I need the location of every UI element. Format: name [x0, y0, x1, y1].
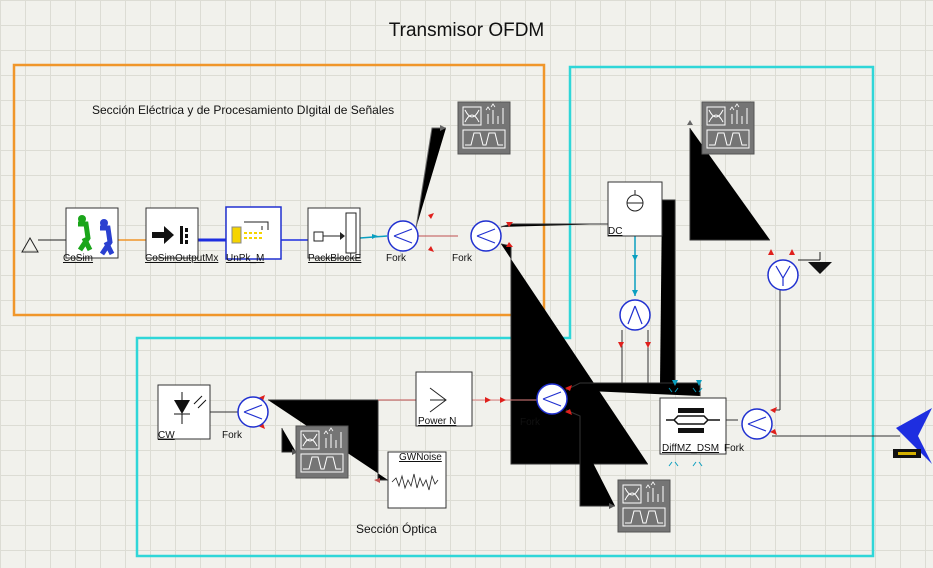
cw-label[interactable]: CW	[158, 430, 175, 441]
diagram-title: Transmisor OFDM	[388, 20, 545, 41]
electrical-section-label: Sección Eléctrica y de Procesamiento DIg…	[92, 103, 395, 117]
gwnoise-label[interactable]: GWNoise	[399, 452, 442, 463]
fork2-label[interactable]: Fork	[452, 253, 472, 264]
power-label[interactable]: Power N	[418, 416, 457, 427]
diffmz-label[interactable]: DiffMZ_DSM	[662, 443, 720, 454]
optical-section-label: Sección Óptica	[356, 522, 437, 536]
cosim-output-label[interactable]: CoSimOutputMx	[145, 253, 219, 264]
unpk-label[interactable]: UnPk_M	[226, 253, 265, 264]
fork-out-label[interactable]: Fork	[724, 443, 744, 454]
cosim-label[interactable]: CoSim	[63, 253, 94, 264]
dc-label[interactable]: DC	[608, 226, 623, 237]
optical-section-border	[135, 65, 875, 558]
fork1-label[interactable]: Fork	[386, 253, 406, 264]
packblock-label[interactable]: PackBlockE	[308, 253, 362, 264]
fork-cw-label[interactable]: Fork	[222, 430, 242, 441]
fork-opt-label[interactable]: Fork	[520, 417, 540, 428]
electrical-section-border	[12, 63, 546, 317]
